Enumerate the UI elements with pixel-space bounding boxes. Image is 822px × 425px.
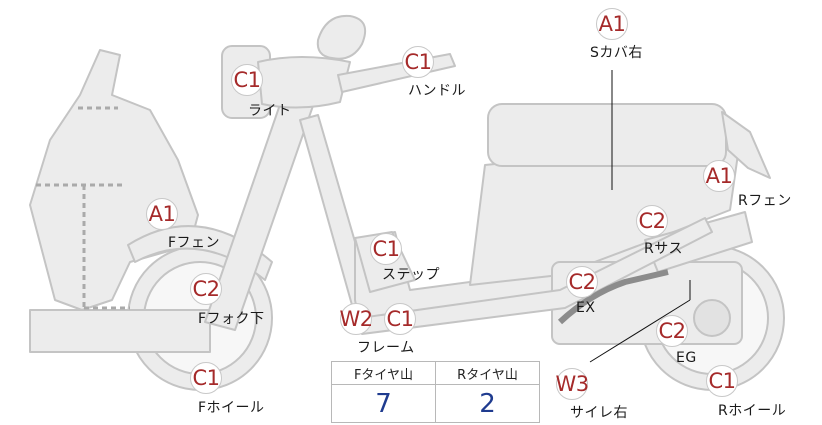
part-label-r-fender: Rフェン	[738, 193, 792, 209]
grade-badge-exhaust: C2	[566, 266, 598, 298]
part-label-step: ステップ	[382, 267, 440, 283]
part-label-frame: フレーム	[357, 340, 415, 356]
grade-badge-frame-w: W2	[339, 303, 373, 335]
part-label-f-fender: Fフェン	[168, 235, 221, 251]
grade-badge-frame-c: C1	[384, 303, 416, 335]
front-tire-tread-header: Fタイヤ山	[331, 361, 436, 385]
grade-badge-f-wheel: C1	[190, 362, 222, 394]
rear-hub-shape	[693, 299, 731, 337]
grade-badge-step: C1	[370, 233, 402, 265]
grade-badge-engine: C2	[656, 315, 688, 347]
rear-tire-tread-header: Rタイヤ山	[435, 361, 540, 385]
grade-badge-r-fender: A1	[703, 160, 735, 192]
rear-tire-tread-value: 2	[435, 384, 540, 423]
part-label-s-cover-right: Sカバ右	[590, 45, 643, 61]
front-tire-tread-value: 7	[331, 384, 436, 423]
grade-badge-f-fork-lower: C2	[190, 273, 222, 305]
tire-tread-table: Fタイヤ山 Rタイヤ山 7 2	[331, 361, 540, 423]
rear-fender-shape	[721, 111, 771, 179]
grade-badge-f-fender: A1	[146, 198, 178, 230]
tire-tread-header-row: Fタイヤ山 Rタイヤ山	[331, 361, 540, 385]
leader-muffler-diag	[589, 299, 691, 363]
grade-badge-r-wheel: C1	[706, 365, 738, 397]
part-label-exhaust: EX	[576, 300, 596, 316]
part-label-engine: EG	[676, 350, 697, 366]
part-label-r-wheel: Rホイール	[718, 403, 787, 419]
part-label-f-fork-lower: Fフォク下	[198, 311, 265, 327]
part-label-r-suspension: Rサス	[644, 241, 683, 257]
seat-shape	[487, 103, 727, 167]
grade-badge-muffler-right: W3	[555, 368, 589, 400]
part-label-light: ライト	[248, 103, 292, 119]
exhaust-pipe-shape	[557, 269, 669, 325]
part-label-muffler-right: サイレ右	[570, 405, 628, 421]
part-label-handle: ハンドル	[408, 83, 466, 99]
tire-tread-value-row: 7 2	[331, 384, 540, 423]
mirror-shape	[316, 14, 366, 60]
grade-badge-handle: C1	[402, 46, 434, 78]
grade-badge-light: C1	[231, 64, 263, 96]
grade-badge-s-cover-right: A1	[596, 8, 628, 40]
grade-badge-r-suspension: C2	[636, 205, 668, 237]
front-lower-shape	[29, 309, 211, 353]
part-label-f-wheel: Fホイール	[198, 400, 265, 416]
